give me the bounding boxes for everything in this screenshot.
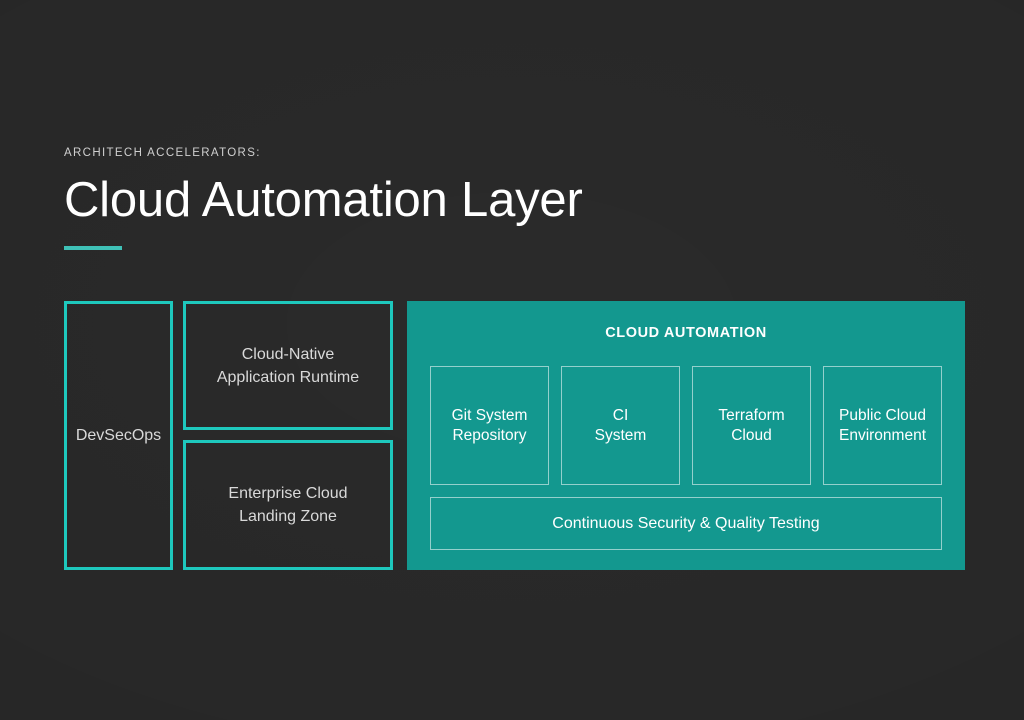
panel-title: CLOUD AUTOMATION [605, 325, 767, 341]
accent-rule [64, 246, 122, 250]
page-title: Cloud Automation Layer [64, 173, 583, 227]
diagram-box-label: DevSecOps [75, 427, 162, 444]
panel-footer-label: Continuous Security & Quality Testing [552, 514, 820, 532]
slide-header: ARCHITECH ACCELERATORS: Cloud Automation… [64, 146, 583, 250]
panel-footer-continuous-security-quality-testing[interactable]: Continuous Security & Quality Testing [430, 497, 942, 550]
diagram-box-devsecops[interactable]: DevSecOps [64, 301, 173, 570]
eyebrow-text: ARCHITECH ACCELERATORS: [64, 147, 261, 159]
